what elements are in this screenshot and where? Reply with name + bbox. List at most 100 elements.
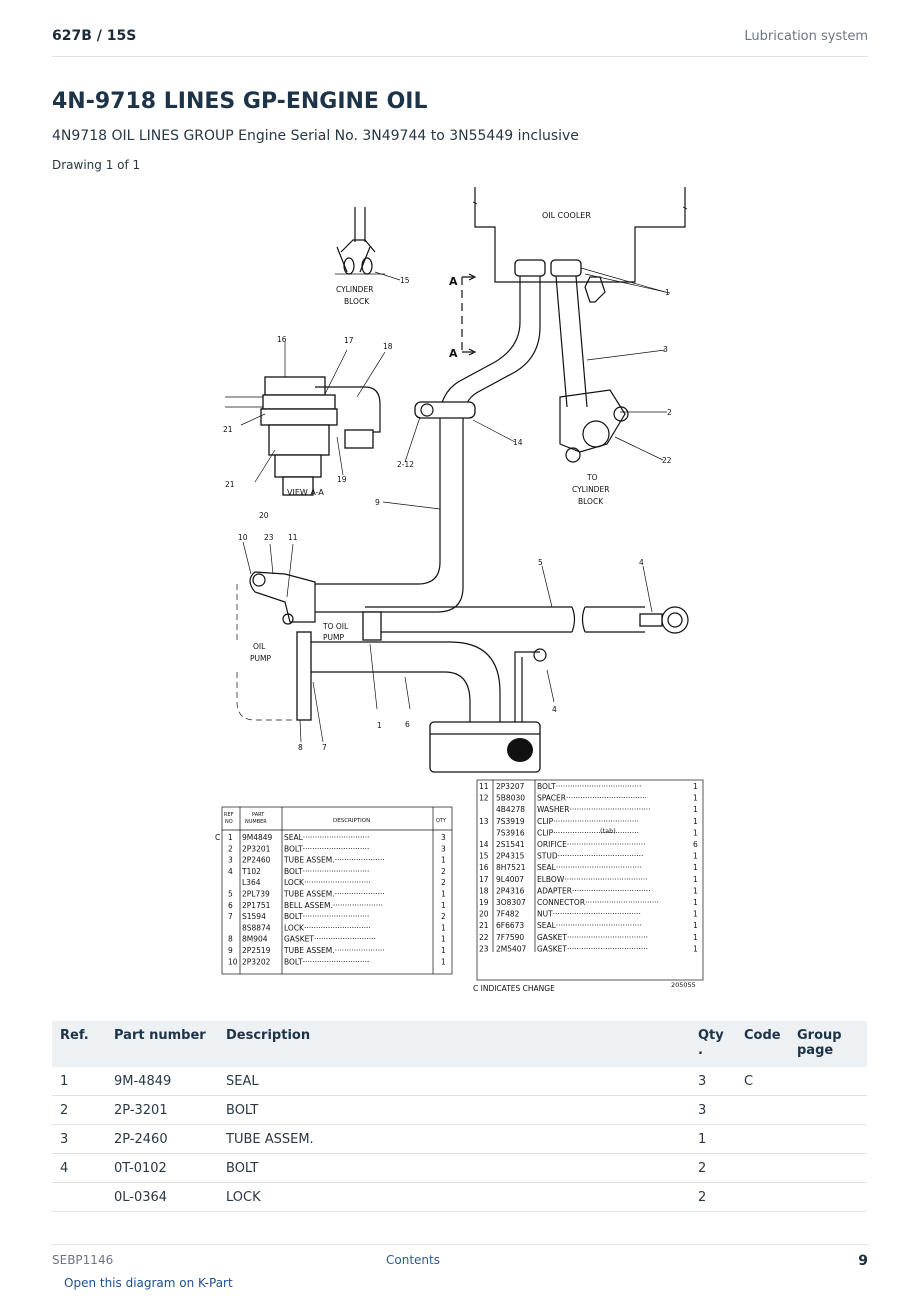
legend-part: 2P2519 (242, 946, 271, 955)
legend-part: 2P3207 (496, 782, 525, 791)
model-label: 627B / 15S (52, 28, 137, 44)
legend-qty: 1 (693, 863, 698, 872)
col-description: Description (218, 1021, 690, 1067)
clip-13 (414, 401, 476, 419)
legend-desc: CONNECTOR······························· (537, 898, 659, 907)
legend-qty: 2 (441, 867, 446, 876)
callout-3: 3 (663, 345, 668, 354)
legend-part: 8S8874 (242, 923, 271, 932)
legend-desc: BOLT···························· (284, 957, 369, 966)
oil-pump-outline (236, 571, 501, 727)
page-footer: SEBP1146 Contents 9 (52, 1244, 868, 1275)
cylinder-block-label-2: BLOCK (344, 297, 370, 306)
legend-qty: 2 (441, 912, 446, 921)
callout-4b: 4 (552, 705, 557, 714)
legend-part: 5B8030 (496, 794, 525, 803)
legend-desc: TUBE ASSEM.····················· (283, 890, 385, 899)
legend-qty: 1 (441, 946, 446, 955)
legend-desc: SEAL···························· (284, 833, 370, 842)
contents-link[interactable]: Contents (386, 1253, 440, 1267)
legend-desc: GASKET·························· (284, 935, 376, 944)
table-row: 1 9M-4849 SEAL 3 C (52, 1067, 867, 1096)
legend-desc: STUD···································· (537, 852, 643, 861)
legend-desc: BOLT···························· (284, 867, 369, 876)
legend-desc: LOCK···························· (284, 878, 371, 887)
legend-part: 2P4315 (496, 852, 525, 861)
cell-code (736, 1182, 789, 1212)
legend-part: 7F7590 (496, 933, 524, 942)
document-id: SEBP1146 (52, 1253, 114, 1267)
to-cylinder-block-label: TO (586, 473, 598, 482)
cell-ref: 2 (52, 1095, 106, 1125)
oil-pump-label-2: PUMP (250, 654, 271, 663)
change-note: C INDICATES CHANGE (473, 984, 555, 993)
legend-part: 7S3919 (496, 817, 525, 826)
legend-part: 3O8307 (496, 898, 526, 907)
col-qty: Qty . (690, 1021, 736, 1067)
callout-numbers: 1 3 2 22 14 2-12 15 16 17 18 19 20 21 21… (223, 276, 672, 752)
callout-10: 10 (238, 533, 248, 542)
cell-desc: SEAL (218, 1067, 690, 1096)
cell-group (789, 1124, 867, 1154)
to-oil-pump-label: TO OIL (322, 622, 349, 631)
legend-ref: 8 (228, 935, 233, 944)
cell-code (736, 1153, 789, 1183)
cell-ref (52, 1182, 106, 1212)
cell-part: 0T-0102 (106, 1153, 218, 1183)
page-title: 4N-9718 LINES GP-ENGINE OIL (52, 89, 428, 114)
legend-part: 8M904 (242, 935, 268, 944)
legend-ref: 18 (479, 886, 489, 895)
callout-9: 9 (375, 498, 380, 507)
legend-desc: CLIP···································· (537, 828, 639, 837)
legend-head-desc: DESCRIPTION (333, 818, 370, 824)
parts-table: Ref. Part number Description Qty . Code … (52, 1021, 867, 1212)
callout-1a: 1 (665, 288, 670, 297)
callout-leaders (240, 273, 671, 743)
callout-8: 8 (298, 743, 303, 752)
legend-head-ref-2: NO (225, 819, 233, 825)
cell-group (789, 1067, 867, 1096)
to-cylinder-block-label-3: BLOCK (578, 497, 604, 506)
legend-part: 2P3201 (242, 844, 271, 853)
cell-group (789, 1182, 867, 1212)
legend-part: 2M5407 (496, 944, 527, 953)
cell-code: C (736, 1067, 789, 1096)
legend-desc: GASKET·································· (537, 944, 648, 953)
legend-desc: TUBE ASSEM.····················· (283, 856, 385, 865)
kpart-link[interactable]: Open this diagram on K-Part (64, 1276, 233, 1290)
legend-desc: GASKET·································· (537, 933, 648, 942)
callout-13: 14 (513, 438, 523, 447)
legend-qty: 1 (693, 944, 698, 953)
legend-desc: ELBOW··································· (537, 875, 648, 884)
to-cylinder-block-label-2: CYLINDER (572, 485, 609, 494)
legend-qty: 1 (441, 901, 446, 910)
legend-qty: 1 (693, 782, 698, 791)
cell-ref: 1 (52, 1067, 106, 1096)
legend-qty: 3 (441, 844, 446, 853)
cell-desc: TUBE ASSEM. (218, 1124, 690, 1154)
tube-assembly-3 (555, 275, 629, 463)
legend-desc: SPACER·································· (537, 794, 647, 803)
legend-qty: 1 (693, 852, 698, 861)
legend-desc: ADAPTER································· (537, 886, 651, 895)
callout-15: 16 (277, 335, 287, 344)
legend-part: 2S1541 (496, 840, 525, 849)
legend-desc: BELL ASSEM.····················· (284, 901, 383, 910)
legend-ref: 9 (228, 946, 233, 955)
legend-qty: 1 (693, 828, 698, 837)
legend-ref: 6 (228, 901, 233, 910)
legend-ref: 13 (479, 817, 489, 826)
table-row: 0L-0364 LOCK 2 (52, 1182, 867, 1212)
legend-ref: 20 (479, 910, 489, 919)
legend-part: 4B4278 (496, 805, 525, 814)
legend-head-part-2: NUMBER (245, 819, 267, 825)
cell-part: 2P-3201 (106, 1095, 218, 1125)
callout-23: 23 (264, 533, 274, 542)
parts-table-header: Ref. Part number Description Qty . Code … (52, 1021, 867, 1067)
cell-part: 9M-4849 (106, 1067, 218, 1096)
legend-qty: 1 (441, 957, 446, 966)
cylinder-block-label: CYLINDER (336, 285, 373, 294)
table-row: 3 2P-2460 TUBE ASSEM. 1 (52, 1124, 867, 1154)
bell-assembly-6 (429, 648, 547, 773)
